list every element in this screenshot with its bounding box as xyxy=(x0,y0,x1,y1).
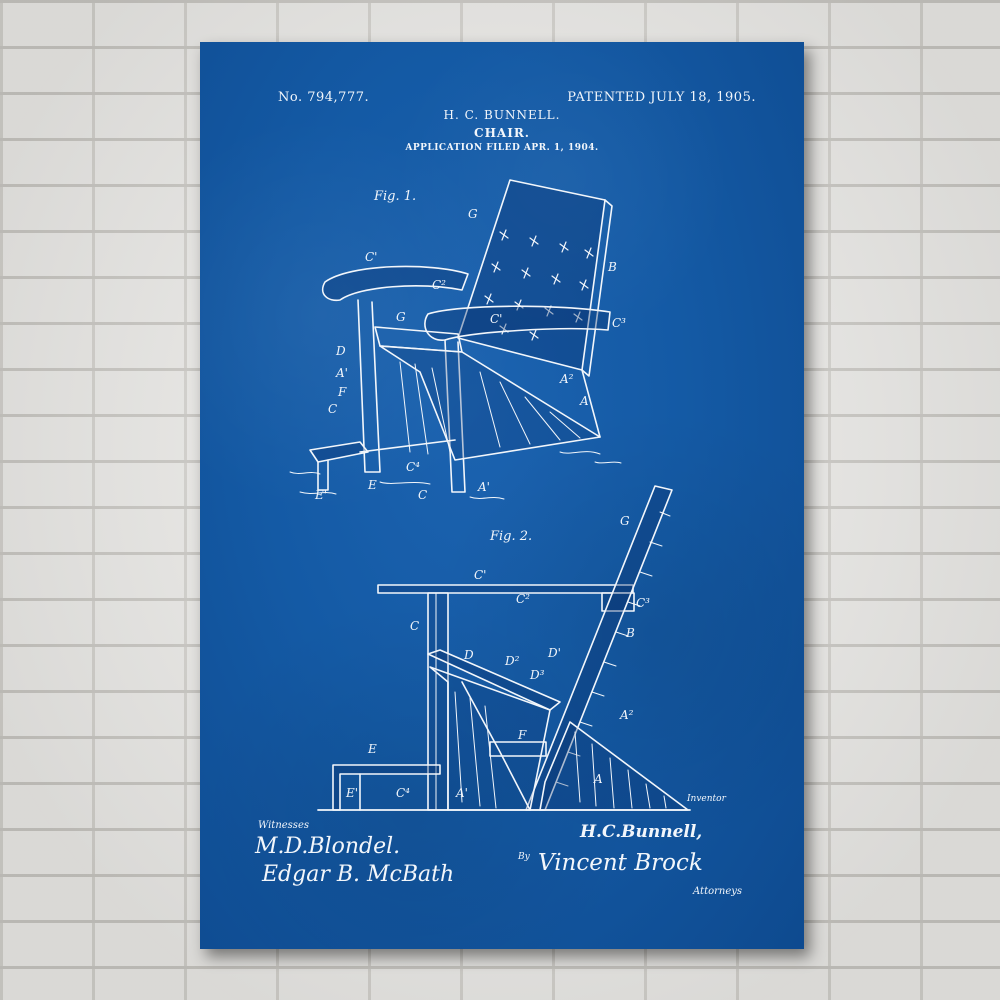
fig1-ref: C' xyxy=(365,250,378,264)
patent-date: PATENTED JULY 18, 1905. xyxy=(567,90,756,105)
fig1-ref: A' xyxy=(336,366,348,380)
inventor-label: Inventor xyxy=(687,794,726,804)
fig1-ref: B xyxy=(608,260,617,274)
fig2-ref: A² xyxy=(620,708,634,722)
fig2-ref: F xyxy=(518,728,527,742)
fig2-ref: E' xyxy=(346,786,359,800)
application-filed: APPLICATION FILED APR. 1, 1904. xyxy=(405,143,599,153)
patent-number: No. 794,777. xyxy=(278,90,370,105)
witness-signature-2: Edgar B. McBath xyxy=(262,862,455,887)
fig2-ref: A xyxy=(594,772,603,786)
fig1-ref: A² xyxy=(560,372,574,386)
fig2-ref: E xyxy=(368,742,377,756)
fig1-ref: C' xyxy=(490,312,503,326)
fig1-ref: A' xyxy=(478,480,490,494)
fig2-ref: B xyxy=(626,626,635,640)
patent-title: CHAIR. xyxy=(474,126,530,140)
fig2-ref: D² xyxy=(505,654,520,668)
attorneys-label: Attorneys xyxy=(693,886,743,897)
inventor-name-header: H. C. BUNNELL. xyxy=(443,108,561,122)
figure-1-drawing xyxy=(200,42,804,949)
fig1-ref: G xyxy=(396,310,406,324)
figure-1-label: Fig. 1. xyxy=(374,189,417,204)
fig2-ref: C² xyxy=(516,592,530,606)
fig1-ref: C⁴ xyxy=(406,460,420,474)
fig1-ref: C³ xyxy=(612,316,626,330)
fig2-ref: C³ xyxy=(636,596,650,610)
inventor-signature: H.C.Bunnell, xyxy=(580,822,703,842)
fig2-ref: D xyxy=(464,648,474,662)
fig2-ref: D³ xyxy=(530,668,545,682)
figure-2-drawing xyxy=(200,42,804,949)
fig1-ref: A xyxy=(580,394,589,408)
witness-signature-1: M.D.Blondel. xyxy=(255,834,401,859)
patent-poster: No. 794,777. PATENTED JULY 18, 1905. H. … xyxy=(200,42,804,949)
fig1-ref: C xyxy=(328,402,338,416)
fig2-ref: C' xyxy=(474,568,487,582)
by-label: By xyxy=(518,852,530,862)
fig1-ref: E xyxy=(368,478,377,492)
fig2-ref: C⁴ xyxy=(396,786,410,800)
fig2-ref: C xyxy=(410,619,420,633)
fig1-ref: F xyxy=(338,385,347,399)
fig1-ref: C² xyxy=(432,278,446,292)
fig1-ref: G xyxy=(468,207,478,221)
figure-2-label: Fig. 2. xyxy=(490,529,533,544)
fig2-ref: G xyxy=(620,514,630,528)
fig2-ref: D' xyxy=(548,646,561,660)
fig1-ref: C xyxy=(418,488,428,502)
fig2-ref: A' xyxy=(456,786,468,800)
fig1-ref: D xyxy=(336,344,346,358)
witnesses-label: Witnesses xyxy=(258,820,309,831)
attorney-signature: Vincent Brock xyxy=(538,850,703,876)
fig1-ref: E' xyxy=(315,488,328,502)
